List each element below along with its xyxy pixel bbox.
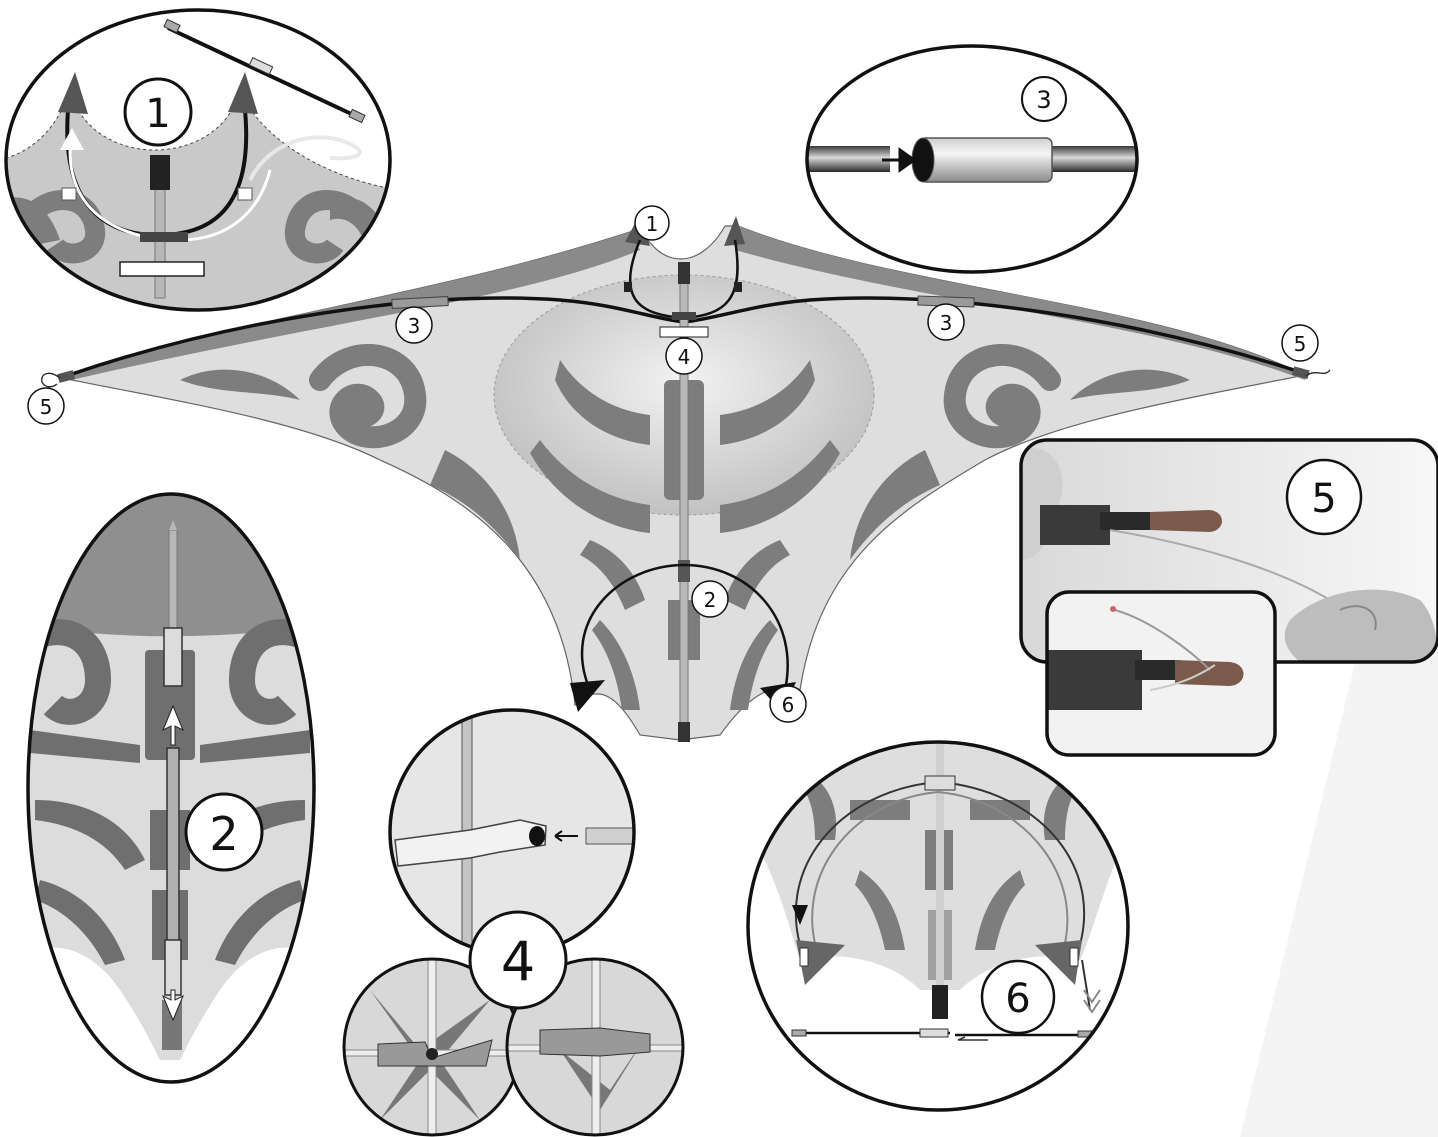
arrow-icon [570, 680, 605, 712]
svg-text:2: 2 [704, 588, 717, 612]
svg-text:3: 3 [1036, 86, 1051, 114]
detail-step-6: 6 [740, 740, 1140, 1120]
detail-step-4: 4 [340, 700, 695, 1137]
svg-text:5: 5 [1294, 332, 1307, 356]
step-label-2-main: 2 [692, 581, 728, 617]
svg-text:6: 6 [782, 693, 795, 717]
rod-upper [169, 530, 177, 630]
svg-text:5: 5 [1311, 476, 1336, 522]
svg-text:6: 6 [1005, 976, 1030, 1022]
step-label-4-main: 4 [666, 338, 702, 374]
step-label-1-main: 1 [635, 206, 669, 240]
rod-left [800, 146, 890, 172]
end-cap-icon [1175, 660, 1244, 686]
svg-text:3: 3 [940, 311, 953, 335]
rod-right [1040, 146, 1140, 172]
svg-text:2: 2 [209, 807, 238, 861]
svg-text:4: 4 [501, 931, 535, 994]
detail-step-2: 2 [20, 490, 320, 1090]
step-label-5-left: 5 [28, 388, 64, 424]
connector-icon [920, 138, 1052, 182]
svg-text:3: 3 [408, 314, 421, 338]
detail-step-3: 3 [800, 40, 1140, 280]
svg-text:1: 1 [646, 212, 659, 236]
step-label-5-right: 5 [1282, 325, 1318, 361]
svg-text:5: 5 [40, 395, 53, 419]
rod-lower [167, 748, 179, 948]
end-cap-icon [1150, 510, 1222, 532]
svg-text:1: 1 [145, 91, 170, 137]
detail-step-1: 1 [0, 0, 400, 320]
svg-text:4: 4 [678, 345, 691, 369]
step-label-3-left: 3 [396, 307, 432, 343]
step-label-6-main: 6 [770, 686, 806, 722]
step-label-3-right: 3 [928, 304, 964, 340]
